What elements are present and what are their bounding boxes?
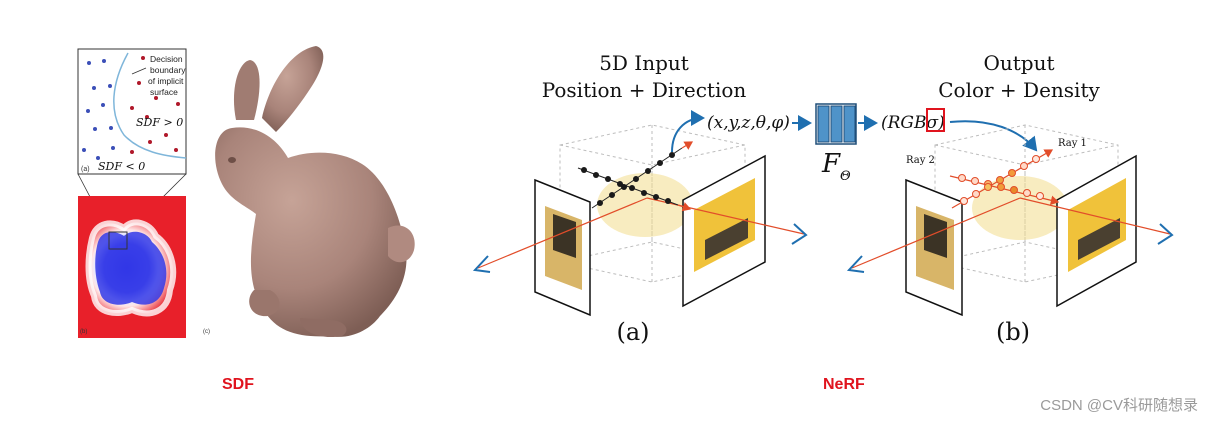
ray-2-label: Ray 2 [906, 155, 935, 166]
network-label: F [821, 149, 841, 179]
output-title-line2: Color + Density [938, 78, 1100, 102]
ray-a-right-head [791, 223, 808, 245]
scene-object-blur-b [972, 176, 1068, 240]
bunny-ear-back [233, 60, 260, 120]
panel-b-label: (b) [996, 318, 1030, 346]
sdf-greater-label: SDF > 0 [136, 116, 183, 129]
inset-legend-line-2: boundary [150, 65, 186, 75]
nerf-caption: NeRF [823, 376, 865, 393]
input-title-line2: Position + Direction [542, 78, 747, 102]
sample-ray-2-tip [681, 141, 694, 150]
sdf-blob-core [95, 231, 167, 305]
panel-c-tag: (c) [203, 329, 210, 335]
bunny-mesh [215, 46, 415, 338]
sigma-highlight-box [926, 108, 945, 132]
image-thumb-left-a-dark [553, 214, 576, 258]
inset-legend-line-4: surface [150, 87, 178, 97]
input-title-line1: 5D Input [599, 51, 689, 75]
ray-a-to-left [477, 197, 648, 269]
sdf-caption: SDF [222, 376, 254, 393]
sample-ray-1-tip [677, 202, 692, 212]
network-subscript: Θ [840, 169, 851, 184]
inset-legend-line-1: Decision [150, 54, 183, 64]
sample-points-a [581, 152, 675, 206]
image-thumb-right-b-dark [1078, 218, 1120, 260]
sdf-less-label: SDF < 0 [98, 160, 145, 173]
ray-a-left-head [472, 255, 491, 273]
panel-b-tag: (b) [80, 329, 87, 335]
legend-pointer-line [131, 67, 147, 75]
ray-1-label: Ray 1 [1058, 138, 1087, 149]
network-block [815, 103, 857, 145]
output-title-line1: Output [983, 51, 1054, 75]
inset-blue-points [82, 59, 115, 160]
ray-a-to-right [646, 197, 805, 235]
ray-b-to-right [1019, 197, 1171, 235]
output-tuple: (RGBσ) [881, 113, 945, 133]
ray-b-right-head [1157, 223, 1174, 245]
nerf-panel-a: (a) [472, 110, 808, 346]
image-thumb-left-b-dark [924, 214, 947, 258]
sdf-zoom-box [108, 231, 128, 250]
decision-boundary-curve [113, 52, 187, 159]
bunny-front-paw [249, 290, 280, 317]
image-thumb-right-a-dark [705, 218, 748, 260]
watermark: CSDN @CV科研随想录 [1040, 397, 1198, 414]
inset-a-tag: (a) [81, 166, 90, 173]
inset-legend-line-3: of implicit [148, 76, 184, 86]
bunny-ear-front [262, 46, 324, 132]
bunny-eye [228, 157, 236, 163]
nerf-panel-b: Ray 1 Ray 2 (b) [846, 124, 1174, 346]
panel-a-label: (a) [616, 318, 649, 346]
sample-points-b [958, 155, 1044, 205]
bunny-body [215, 127, 407, 337]
bunny-hind-foot [300, 318, 347, 338]
nerf-figure: 5D Input Position + Direction Output Col… [472, 51, 1174, 393]
inset-red-points [130, 56, 180, 154]
input-curved-arrow [671, 110, 705, 153]
output-curved-arrow [949, 120, 1038, 152]
ray-b-left-head [846, 255, 865, 273]
bunny-tail [388, 225, 415, 263]
ray-b-to-left [851, 197, 1021, 269]
sdf-figure: Decision boundary of implicit surface SD… [77, 46, 415, 393]
input-tuple: (x,y,z,θ,φ) [707, 113, 790, 133]
